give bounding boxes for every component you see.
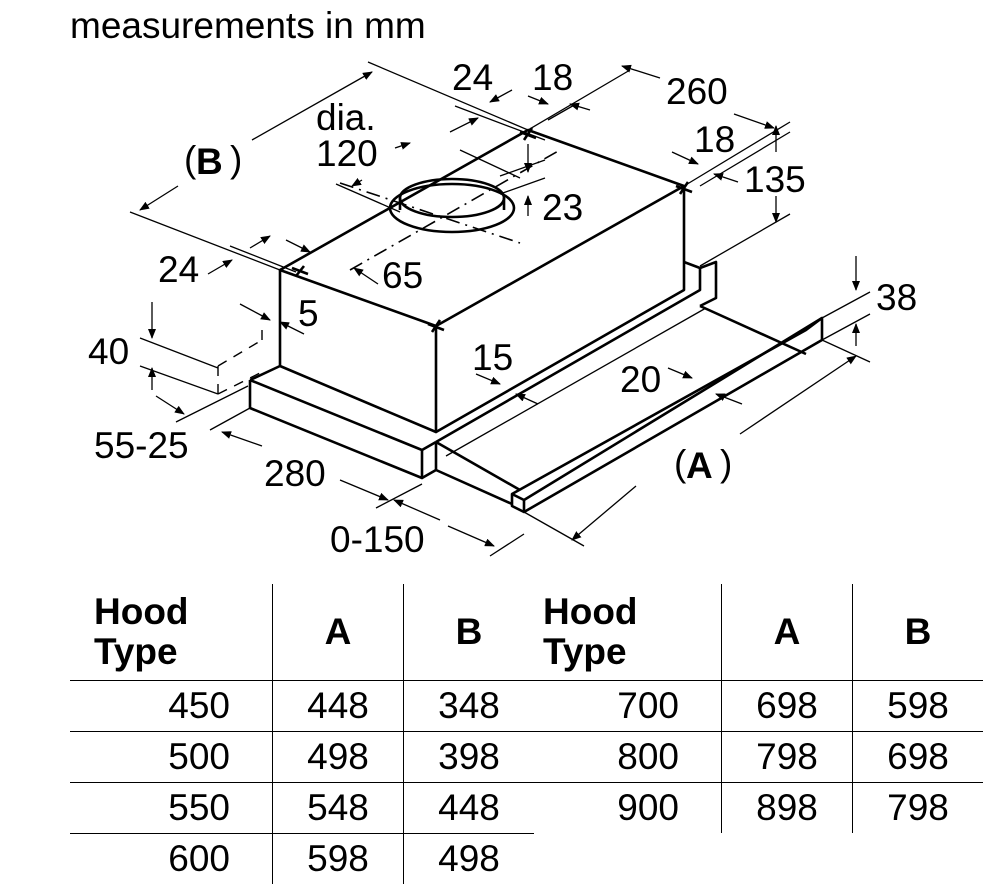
dimension-lines (129, 61, 871, 557)
header-type-word: Type (543, 631, 627, 672)
cell-B: 398 (403, 731, 534, 783)
cell-A: 548 (272, 782, 404, 834)
label-A: A (686, 445, 713, 486)
table-row: 550 548 448 (70, 782, 534, 834)
page-title: measurements in mm (70, 5, 426, 46)
hood-size-table-left: Hood Type A B 450 448 348 500 498 398 55… (70, 584, 534, 884)
label-B-paren-close: ) (230, 139, 242, 180)
optional-part-outline (217, 322, 263, 395)
hood-base (248, 260, 718, 480)
label-depth-260: 260 (666, 71, 728, 112)
cell-hood-type: 600 (70, 833, 273, 884)
table-row: 600 598 498 (70, 833, 534, 884)
label-offset-65: 65 (382, 255, 423, 296)
label-front-24: 24 (158, 249, 199, 290)
header-B: B (403, 584, 534, 681)
label-B-paren-open: ( (184, 139, 197, 180)
label-A-paren-open: ( (674, 443, 687, 484)
label-depth-280: 280 (264, 453, 326, 494)
table-header-row: Hood Type A B (519, 584, 983, 681)
label-front-20: 20 (620, 359, 661, 400)
label-B: B (196, 141, 223, 182)
hood-size-table-right: Hood Type A B 700 698 598 800 798 698 90… (519, 584, 983, 833)
cell-A: 698 (721, 680, 853, 732)
header-hood-word: Hood (543, 591, 638, 632)
header-hood-type: Hood Type (70, 584, 273, 681)
cell-A: 798 (721, 731, 853, 783)
hood-dimension-drawing: ( B ) dia. 120 24 18 260 18 135 23 24 65… (88, 57, 917, 560)
label-height-40: 40 (88, 331, 129, 372)
label-rail-15: 15 (472, 337, 513, 378)
cell-B: 698 (852, 731, 983, 783)
table-row: 450 448 348 (70, 680, 534, 732)
cell-B: 598 (852, 680, 983, 732)
label-range-55-25: 55-25 (94, 425, 189, 466)
hood-front-face (278, 270, 438, 434)
label-visor-38: 38 (876, 277, 917, 318)
cell-hood-type: 700 (519, 680, 722, 732)
cell-A: 898 (721, 782, 853, 833)
cell-A: 498 (272, 731, 404, 783)
header-B: B (852, 584, 983, 681)
label-dia-word: dia. (316, 97, 376, 138)
cell-B: 448 (403, 782, 534, 834)
label-height-135: 135 (744, 159, 806, 200)
table-row: 700 698 598 (519, 680, 983, 732)
table-row: 800 798 698 (519, 731, 983, 783)
hood-side-face (435, 186, 686, 434)
cell-B: 348 (403, 680, 534, 732)
cell-B: 498 (403, 833, 534, 884)
cell-hood-type: 500 (70, 731, 273, 783)
label-extension-0-150: 0-150 (330, 519, 425, 560)
header-type-word: Type (94, 631, 178, 672)
cell-hood-type: 900 (519, 782, 722, 833)
label-duct-23: 23 (542, 187, 583, 228)
cell-A: 598 (272, 833, 404, 884)
cell-A: 448 (272, 680, 404, 732)
cell-hood-type: 550 (70, 782, 273, 834)
table-row: 900 898 798 (519, 782, 983, 833)
label-dia-value: 120 (316, 133, 378, 174)
header-hood-word: Hood (94, 591, 189, 632)
cell-B: 798 (852, 782, 983, 833)
table-header-row: Hood Type A B (70, 584, 534, 681)
cell-hood-type: 450 (70, 680, 273, 732)
label-A-paren-close: ) (720, 443, 732, 484)
label-side-5: 5 (298, 293, 319, 334)
table-row: 500 498 398 (70, 731, 534, 783)
cell-hood-type: 800 (519, 731, 722, 783)
label-top-24: 24 (452, 57, 493, 98)
header-hood-type: Hood Type (519, 584, 722, 681)
header-A: A (721, 584, 853, 681)
label-right-18: 18 (694, 119, 735, 160)
header-A: A (272, 584, 404, 681)
label-top-18: 18 (532, 57, 573, 98)
